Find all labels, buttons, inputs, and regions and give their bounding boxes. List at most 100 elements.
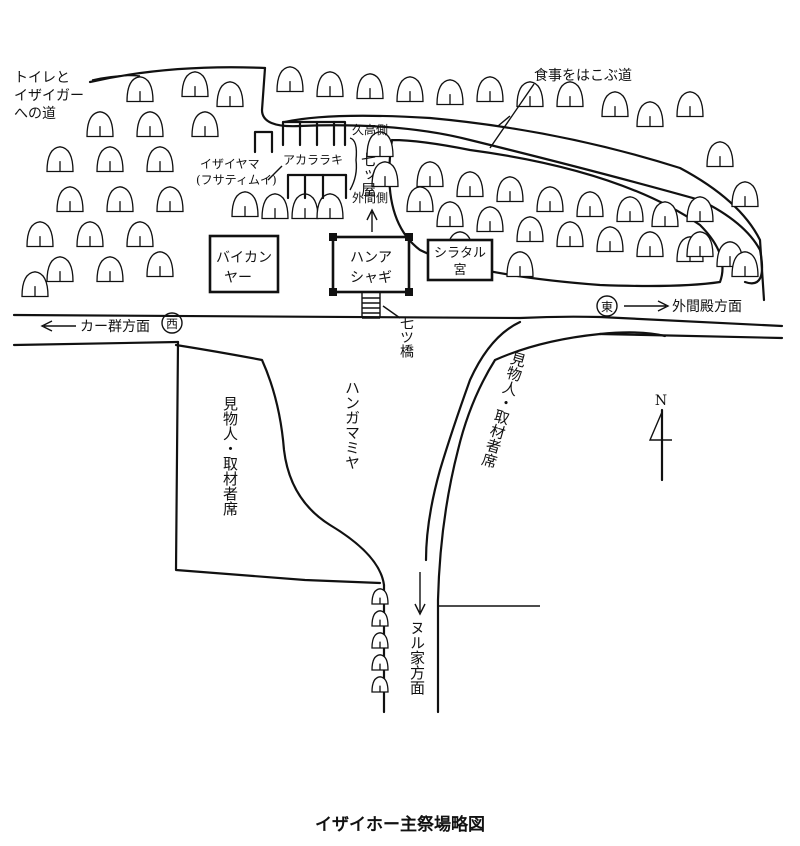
- toilet-path-line-2: イザイガー: [14, 88, 84, 104]
- hangamamiya-label: ハンガマミヤ: [343, 380, 361, 470]
- baikanya-building: [208, 234, 280, 294]
- tree-icon: [676, 91, 704, 118]
- tree-icon: [76, 221, 104, 248]
- tree-icon: [651, 201, 679, 228]
- hut-north-4: [332, 120, 347, 147]
- tree-icon: [276, 66, 304, 93]
- tree-icon: [316, 193, 344, 220]
- shirataru-shrine: [426, 238, 494, 282]
- hanaashagi-post-ne: [405, 233, 413, 241]
- tree-icon: [261, 193, 289, 220]
- tree-icon: [86, 111, 114, 138]
- west-badge-circle: [161, 312, 183, 334]
- left-stand-top: [174, 343, 386, 587]
- tree-icon: [26, 221, 54, 248]
- tree-icon: [406, 186, 434, 213]
- food-road-inner: [388, 138, 724, 288]
- west-arrow: [40, 320, 76, 332]
- tree-icon: [96, 256, 124, 283]
- tree-icon: [596, 226, 624, 253]
- izaiyama-label: イザイヤマ: [200, 157, 260, 171]
- tree-icon: [146, 146, 174, 173]
- shirataru-line-2: 宮: [453, 262, 466, 278]
- hanaashagi-post-se: [405, 288, 413, 296]
- left-stand-edge: [174, 340, 382, 585]
- roads: [12, 66, 784, 714]
- tree-icon: [686, 196, 714, 223]
- tree-icon: [636, 101, 664, 128]
- spectators-right-label: 見物人・取材者席: [478, 350, 528, 471]
- tree-icon: [636, 231, 664, 258]
- tree-icon: [106, 186, 134, 213]
- akararaki-label: アカララキ: [283, 153, 343, 167]
- tree-icon: [126, 76, 154, 103]
- west-direction-label: カー群方面: [80, 319, 150, 335]
- hut-south-2: [286, 173, 348, 200]
- tree-icon: [181, 71, 209, 98]
- tree-icon: [616, 196, 644, 223]
- north-compass: N: [648, 393, 672, 482]
- toilet-path-leader: [91, 74, 141, 81]
- tree-icon: [371, 161, 399, 188]
- toilet-path-line-3: への道: [14, 106, 56, 122]
- tree-icon: [46, 256, 74, 283]
- hanaashagi-building: [331, 235, 411, 294]
- tree-icon: [556, 81, 584, 108]
- east-badge: 東: [601, 300, 613, 314]
- izaiyama-marker: [253, 130, 274, 154]
- arrows: [40, 74, 670, 616]
- kudaka-side-label: 久高側: [352, 122, 388, 137]
- trees: [21, 66, 759, 693]
- tree-icon: [416, 161, 444, 188]
- toilet-path-line-1: トイレと: [14, 70, 70, 86]
- right-stand-curve: [424, 320, 522, 562]
- west-badge: 西: [166, 317, 178, 331]
- nuru-direction-label: ヌル家方面: [408, 620, 426, 695]
- tree-icon: [191, 111, 219, 138]
- tree-icon: [536, 186, 564, 213]
- tree-icon: [126, 221, 154, 248]
- south-arrow: [414, 572, 426, 616]
- hanaashagi-line-1: ハンア: [350, 250, 392, 266]
- spectators-left-label: 見物人・取材者席: [221, 396, 239, 516]
- tree-icon: [371, 632, 389, 649]
- tree-icon: [706, 141, 734, 168]
- tree-icon: [556, 221, 584, 248]
- tree-icon: [316, 71, 344, 98]
- main-road-north-edge: [12, 313, 784, 328]
- hokama-side-label: 外間側: [352, 191, 388, 205]
- tree-icon: [686, 231, 714, 258]
- map-title: イザイホー主祭場略図: [315, 814, 485, 835]
- tree-icon: [496, 176, 524, 203]
- main-road-south-edge-east: [598, 332, 784, 340]
- shirataru-line-1: シラタル: [434, 246, 486, 261]
- hut-north-1: [281, 120, 302, 147]
- tree-icon: [516, 216, 544, 243]
- north-arrow-to-nanatsuya: [366, 208, 378, 232]
- bridge-leader: [382, 305, 401, 319]
- nanatsuya-brace: [349, 137, 358, 191]
- nanatsubashi-label: 七ツ橋: [398, 316, 414, 358]
- east-badge-circle: [596, 295, 618, 317]
- tree-icon: [476, 206, 504, 233]
- food-road-label: 食事をはこぶ道: [534, 67, 632, 84]
- south-road-east-edge: [436, 332, 602, 714]
- upper-path-west: [88, 66, 267, 84]
- right-stand-edge: [598, 331, 667, 338]
- tree-icon: [436, 79, 464, 106]
- food-road-leader: [489, 83, 535, 149]
- tree-icon: [356, 73, 384, 100]
- hanaashagi-post-sw: [329, 288, 337, 296]
- hanaashagi-line-2: シャギ: [350, 270, 392, 286]
- fusatimui-leader: [267, 165, 283, 181]
- tree-icon: [371, 588, 389, 605]
- tree-icon: [456, 171, 484, 198]
- east-arrow: [624, 300, 670, 312]
- tree-icon: [146, 251, 174, 278]
- hanaashagi-post-nw: [329, 233, 337, 241]
- tree-icon: [476, 76, 504, 103]
- north-arrow-head: [648, 411, 672, 441]
- north-label: N: [655, 393, 667, 409]
- buildings: [208, 120, 494, 319]
- fusatimui-label: (フサティムイ): [196, 173, 277, 187]
